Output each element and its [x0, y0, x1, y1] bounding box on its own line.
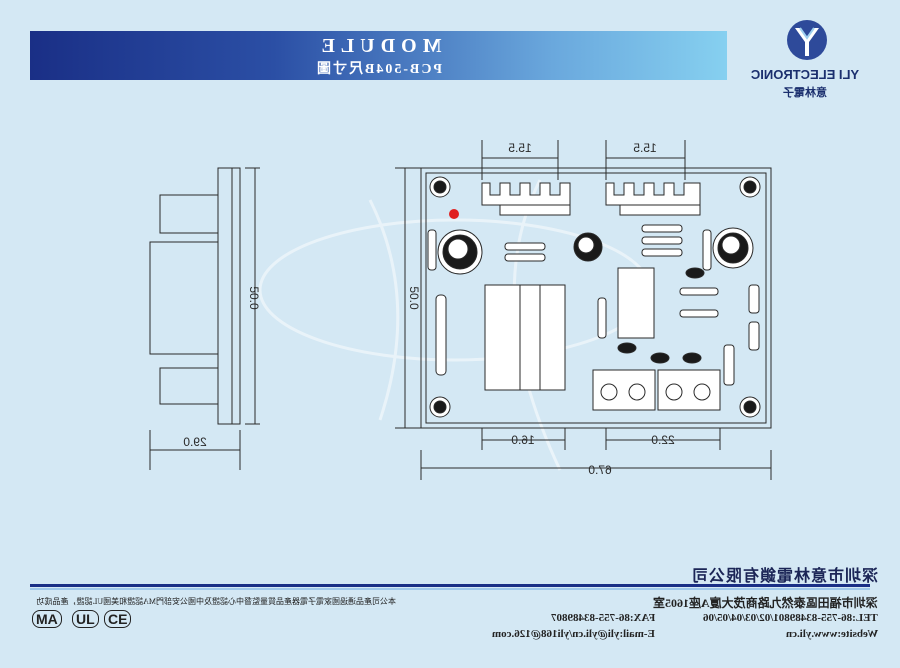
dim-top-right: 15.5 [633, 141, 657, 155]
side-view [149, 167, 260, 470]
dim-total-width: 67.0 [588, 463, 612, 477]
company-name: 深圳市意林電鎖有限公司 [690, 568, 878, 585]
board-inner-outline [425, 172, 767, 424]
dim-board-height: 50.0 [407, 286, 421, 310]
side-component-mid [149, 241, 219, 355]
dimension-lines [395, 140, 772, 480]
dim-side-height: 50.0 [247, 286, 261, 310]
company-email: E-mail:yli@yli.cn/yli168@126.com [492, 628, 655, 640]
footer-divider-light [30, 588, 870, 590]
cert-ul-icon: UL [72, 610, 99, 628]
led-indicator [449, 209, 459, 219]
dimension-labels: 15.5 15.5 50.0 50.0 29.0 16.0 22.0 67.0 [183, 141, 675, 477]
side-board [217, 167, 233, 425]
dim-side-width: 29.0 [183, 435, 207, 449]
footer-divider [30, 584, 870, 587]
company-fax: FAX:86-755-83489807 [550, 612, 655, 624]
pcb-board [420, 167, 772, 429]
heatsink-left [481, 182, 571, 206]
watermark-logo [258, 179, 652, 471]
header-banner: MODULE PCB-504B尺寸圖 [30, 31, 727, 80]
dim-bottom-right: 22.0 [651, 433, 675, 447]
company-tel: TEL:86-755-83489801/02/03/04/05/06 [703, 612, 878, 624]
certification-note: 本公司產品通過國家電子電器產品質量監督中心認證及中國公安部門MA認證和美國UL認… [36, 597, 396, 606]
cert-ce-icon: CE [104, 610, 132, 628]
company-website: Website:www.yli.cn [785, 628, 878, 640]
side-board-edge [231, 167, 241, 425]
side-component-top [159, 194, 219, 234]
heatsink-right [605, 182, 701, 206]
board-outline [420, 167, 772, 429]
side-component-bottom [159, 367, 219, 405]
dim-top-left: 15.5 [508, 141, 532, 155]
company-logo: YLI ELECTRONIC 意林電子 [745, 18, 865, 103]
yli-logo-icon [787, 20, 827, 60]
dim-bottom-left: 16.0 [511, 433, 535, 447]
cert-ma-icon: MA [32, 610, 62, 628]
company-address: 深圳市福田區泰然九路商茂大廈A座1605室 [653, 596, 878, 610]
relay [617, 267, 655, 339]
